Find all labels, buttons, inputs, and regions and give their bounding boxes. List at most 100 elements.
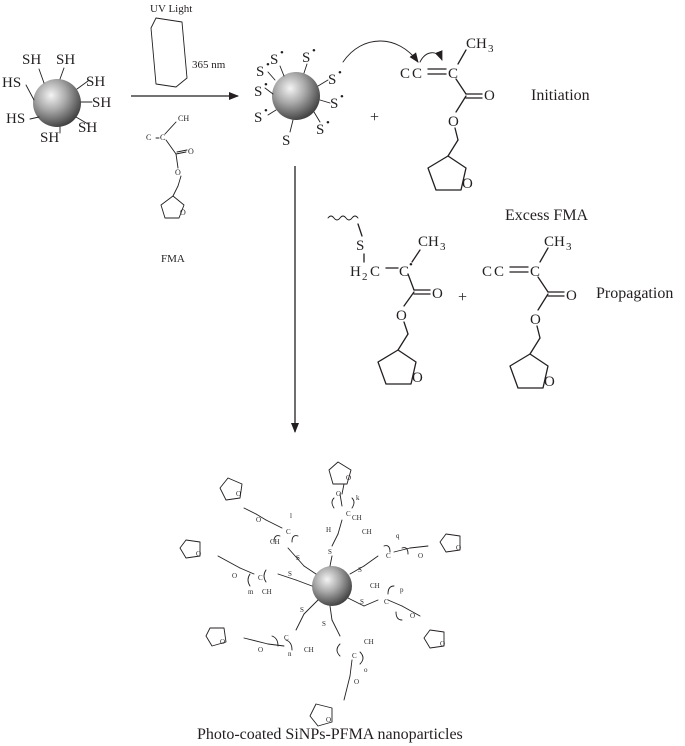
svg-text:C: C bbox=[370, 264, 380, 280]
svg-text:S: S bbox=[254, 110, 262, 126]
svg-text:C: C bbox=[448, 66, 458, 82]
svg-text:2: 2 bbox=[362, 271, 368, 283]
svg-text:O: O bbox=[326, 716, 331, 724]
svg-text:S: S bbox=[322, 620, 326, 628]
svg-text:O: O bbox=[484, 88, 495, 104]
svg-text:•: • bbox=[409, 259, 413, 271]
thiyl-radical-nanoparticle: S S S S S S S S S • • • • • • • • bbox=[254, 45, 344, 149]
thiol-nanoparticle: SH SH HS SH SH HS SH SH bbox=[2, 52, 111, 146]
svg-text:O: O bbox=[456, 544, 461, 552]
silica-nanoparticle-icon bbox=[33, 79, 81, 127]
svg-text:•: • bbox=[338, 67, 342, 79]
svg-text:•: • bbox=[264, 105, 268, 117]
svg-text:C: C bbox=[412, 66, 422, 82]
plus-sign: + bbox=[458, 289, 467, 306]
svg-text:•: • bbox=[280, 47, 284, 59]
fma-label: FMA bbox=[161, 253, 185, 265]
svg-text:S: S bbox=[360, 598, 364, 606]
svg-text:O: O bbox=[462, 176, 473, 192]
svg-text:CH: CH bbox=[362, 528, 372, 536]
svg-text:o: o bbox=[364, 666, 368, 674]
svg-text:S: S bbox=[282, 133, 290, 149]
svg-text:S: S bbox=[296, 554, 300, 562]
svg-text:CH: CH bbox=[364, 638, 374, 646]
cyclohexane-icon bbox=[150, 17, 188, 88]
thiol-label: HS bbox=[6, 111, 25, 127]
svg-text:•: • bbox=[340, 91, 344, 103]
initiation-label: Initiation bbox=[531, 87, 590, 104]
svg-text:H: H bbox=[326, 526, 331, 534]
svg-text:•: • bbox=[326, 117, 330, 129]
svg-text:•: • bbox=[266, 59, 270, 71]
electron-transfer-arrow bbox=[342, 40, 419, 63]
svg-text:C: C bbox=[530, 264, 540, 280]
svg-text:CH: CH bbox=[304, 646, 314, 654]
thiol-label: SH bbox=[40, 130, 59, 146]
svg-text:CH: CH bbox=[466, 36, 487, 52]
svg-text:S: S bbox=[288, 570, 292, 578]
polymer-chain-p bbox=[347, 585, 445, 649]
svg-text:H: H bbox=[350, 264, 361, 280]
svg-text:O: O bbox=[418, 552, 423, 560]
svg-text:O: O bbox=[196, 550, 201, 558]
svg-text:k: k bbox=[356, 494, 360, 502]
polymer-chain-o bbox=[309, 605, 364, 727]
svg-text:S: S bbox=[328, 548, 332, 556]
svg-text:O: O bbox=[336, 490, 341, 498]
svg-text:C: C bbox=[146, 133, 151, 142]
svg-text:S: S bbox=[356, 238, 364, 254]
svg-text:•: • bbox=[264, 79, 268, 91]
wavelength-label: 365 nm bbox=[192, 59, 226, 71]
svg-text:O: O bbox=[566, 288, 577, 304]
curly-arrow-icon bbox=[419, 50, 443, 63]
svg-text:C: C bbox=[160, 133, 165, 142]
svg-text:O: O bbox=[180, 208, 186, 217]
svg-text:CH: CH bbox=[178, 114, 189, 123]
uv-light-label: UV Light bbox=[150, 3, 192, 15]
thiol-label: HS bbox=[2, 75, 21, 91]
svg-text:O: O bbox=[232, 572, 237, 580]
svg-text:C: C bbox=[284, 634, 289, 642]
polymer-chain-q bbox=[349, 533, 461, 575]
polymer-chain-m bbox=[179, 539, 313, 587]
svg-text:C: C bbox=[286, 528, 291, 536]
silica-nanoparticle-icon bbox=[272, 72, 320, 120]
polymer-chain-k bbox=[328, 461, 355, 567]
svg-text:O: O bbox=[220, 638, 225, 646]
svg-text:C: C bbox=[399, 264, 409, 280]
svg-text:O: O bbox=[432, 286, 443, 302]
svg-text:O: O bbox=[544, 374, 555, 390]
thiol-label: SH bbox=[22, 52, 41, 68]
svg-text:C: C bbox=[384, 598, 389, 606]
svg-text:O: O bbox=[410, 612, 415, 620]
svg-text:S: S bbox=[302, 50, 310, 66]
svg-text:C: C bbox=[386, 552, 391, 560]
svg-text:O: O bbox=[175, 168, 181, 177]
svg-text:O: O bbox=[412, 370, 423, 386]
svg-text:S: S bbox=[328, 72, 336, 88]
svg-text:S: S bbox=[330, 96, 338, 112]
svg-text:S: S bbox=[316, 122, 324, 138]
pfma-coated-nanoparticle: S C k CH H O O S C l CH O O bbox=[179, 461, 461, 727]
svg-text:p: p bbox=[400, 586, 404, 594]
svg-text:O: O bbox=[448, 114, 459, 130]
svg-text:S: S bbox=[254, 84, 262, 100]
svg-text:CH: CH bbox=[352, 514, 362, 522]
svg-text:O: O bbox=[256, 516, 261, 524]
thiol-label: SH bbox=[78, 120, 97, 136]
silica-nanoparticle-icon bbox=[312, 566, 352, 606]
excess-fma-monomer: C C C CH 3 O O O bbox=[482, 234, 577, 390]
fma-monomer: C C CH O O O FMA bbox=[146, 114, 194, 265]
svg-text:3: 3 bbox=[488, 43, 494, 55]
propagating-radical: S H 2 C C • CH 3 O O O bbox=[327, 215, 446, 386]
svg-text:S: S bbox=[358, 566, 362, 574]
svg-text:CH: CH bbox=[262, 588, 272, 596]
svg-text:C: C bbox=[482, 264, 492, 280]
polymer-chain-l bbox=[219, 477, 317, 575]
thiol-label: SH bbox=[86, 74, 105, 90]
svg-text:C: C bbox=[258, 574, 263, 582]
svg-text:CH: CH bbox=[270, 538, 280, 546]
svg-text:CH: CH bbox=[418, 234, 439, 250]
svg-text:O: O bbox=[188, 147, 194, 156]
